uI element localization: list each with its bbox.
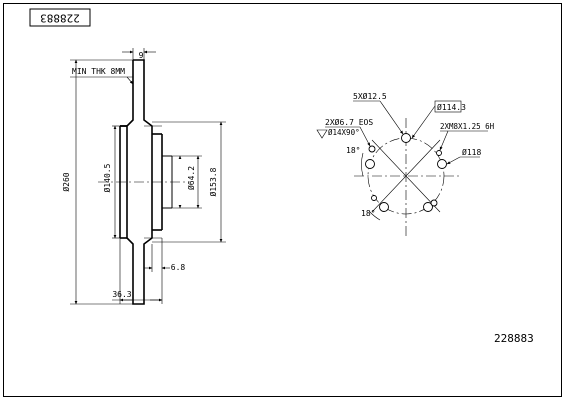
dia-140-5-label: Ø140.5 — [102, 163, 112, 192]
drawing-frame — [3, 3, 562, 397]
bolt-hole — [365, 159, 375, 169]
eos-hole — [368, 145, 376, 153]
part-number-tab: 228883 — [29, 8, 91, 27]
angle-top-label: 18° — [346, 146, 360, 155]
thread-label: 2XM8X1.25 6H — [440, 122, 495, 131]
center-bore-label: Ø118 — [462, 147, 481, 157]
dim-6-8-label: 6.8 — [171, 263, 186, 272]
eos-hole — [430, 199, 438, 207]
bolt-hole — [423, 202, 433, 212]
bolt-hole — [379, 202, 389, 212]
bolt-holes-label: 5XØ12.5 — [353, 91, 387, 101]
bolt-hole-group — [365, 133, 447, 212]
dim-9-label: 9 — [139, 51, 144, 60]
dia-153-8-label: Ø153.8 — [208, 167, 218, 196]
side-section-view: 9 MIN THK 8MM Ø260 Ø140.5 Ø64.2 — [61, 48, 226, 305]
min-thickness-label: MIN THK 8MM — [72, 67, 125, 76]
bolt-hole — [437, 159, 447, 169]
part-number: 228883 — [494, 332, 534, 345]
dia-260-label: Ø260 — [61, 172, 71, 191]
part-number-rotated: 228883 — [40, 12, 80, 25]
pitch-circle — [367, 137, 445, 215]
dim-36-3-label: 36.3 — [112, 290, 131, 299]
eos-holes-label: 2XØ6.7 EOS — [325, 117, 373, 127]
threaded-hole — [371, 195, 377, 201]
threaded-hole — [436, 150, 442, 156]
countersink-label: Ø14X90° — [328, 128, 360, 137]
bolt-hole — [401, 133, 411, 143]
pcd-label: Ø114.3 — [437, 102, 466, 112]
front-view: 5XØ12.5 Ø114.3 2XØ6.7 EOS Ø14X90° 2XM8X1… — [316, 91, 495, 236]
dia-64-2-label: Ø64.2 — [186, 166, 196, 190]
angle-bottom-label: 18° — [361, 209, 375, 218]
